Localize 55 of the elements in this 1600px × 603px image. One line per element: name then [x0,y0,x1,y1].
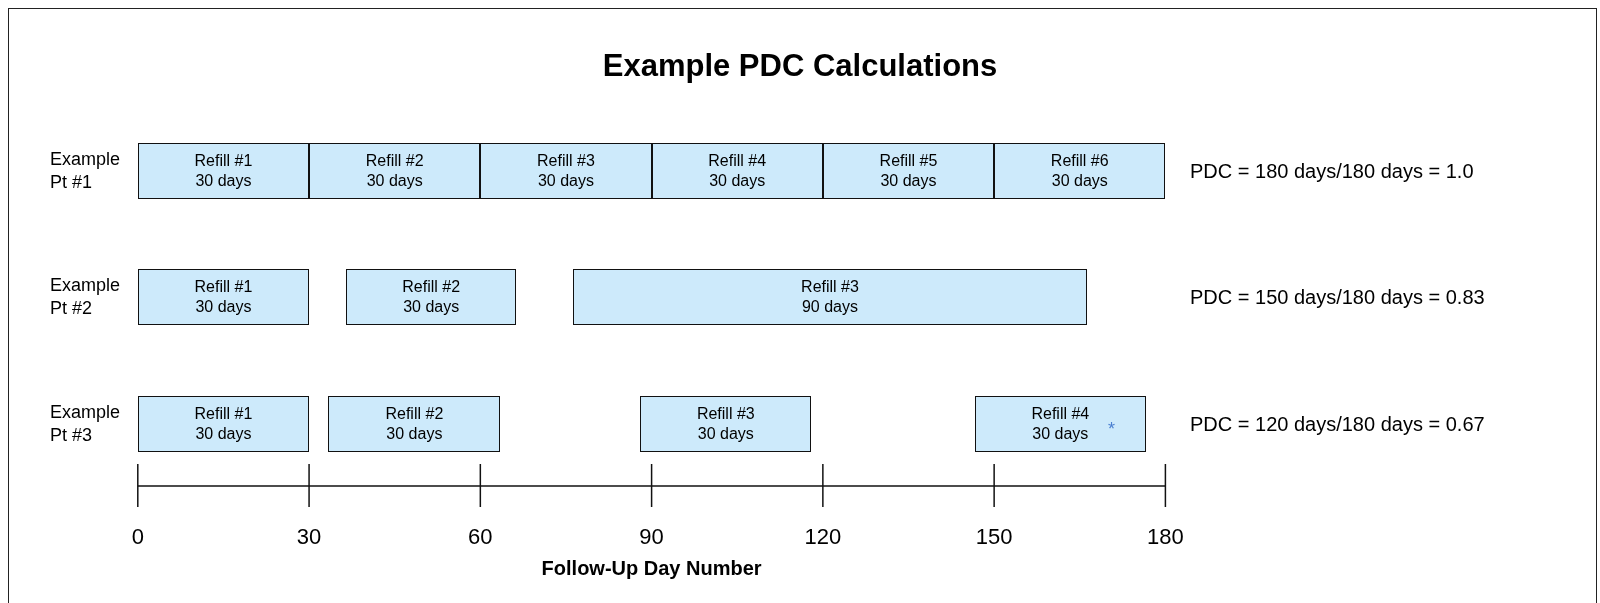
pdc-formula: PDC = 150 days/180 days = 0.83 [1190,285,1485,309]
refill-bar [573,269,1087,325]
tick-label: 120 [804,524,842,550]
refill-duration: 30 days [195,171,252,191]
pdc-formula: PDC = 180 days/180 days = 1.0 [1190,159,1474,183]
refill-duration: 30 days [697,424,754,444]
refill-name: Refill #1 [194,151,253,171]
tick-label: 90 [639,524,664,550]
tick-label: 30 [296,524,322,550]
row-label: Example Pt #2 [50,274,122,320]
refill-duration: 30 days [403,297,460,317]
refill-duration: 30 days [1032,424,1089,444]
refill-duration: 30 days [709,171,766,191]
row-label: Example Pt #3 [50,401,122,447]
refill-name: Refill #3 [696,404,755,424]
tick-label: 0 [131,524,144,550]
refill-bar [328,396,501,452]
refill-bar [651,143,823,199]
refill-name: Refill #3 [801,277,859,297]
tick-label: 150 [975,524,1013,550]
refill-bar [974,396,1146,452]
refill-bar [994,143,1166,199]
refill-name: Refill #1 [194,277,253,297]
refill-duration: 30 days [1051,171,1108,191]
footnote-mark: * [1107,419,1115,440]
refill-bar [346,269,517,325]
refill-bar [137,269,310,325]
refill-duration: 30 days [537,171,594,191]
row-label: Example Pt #1 [50,148,122,194]
refill-name: Refill #1 [194,404,253,424]
refill-bar [640,396,812,452]
axis-title: Follow-Up Day Number [540,557,763,580]
pdc-formula: PDC = 120 days/180 days = 0.67 [1190,412,1485,436]
refill-name: Refill #4 [708,151,767,171]
refill-bar [480,143,652,199]
refill-name: Refill #5 [879,151,938,171]
refill-bar [137,396,310,452]
refill-duration: 30 days [366,171,423,191]
refill-duration: 30 days [386,424,443,444]
refill-name: Refill #3 [537,151,595,171]
refill-bar [309,143,481,199]
diagram-title: Example PDC Calculations [601,48,999,84]
refill-name: Refill #2 [365,151,424,171]
refill-duration: 30 days [195,424,252,444]
refill-duration: 30 days [880,171,937,191]
refill-duration: 30 days [195,297,252,317]
tick-label: 60 [468,524,493,550]
refill-name: Refill #2 [402,277,461,297]
refill-bar [137,143,310,199]
refill-name: Refill #4 [1031,404,1090,424]
refill-duration: 90 days [801,297,858,317]
refill-name: Refill #2 [385,404,444,424]
refill-bar [822,143,995,199]
refill-name: Refill #6 [1050,151,1109,171]
tick-label: 180 [1147,524,1184,550]
